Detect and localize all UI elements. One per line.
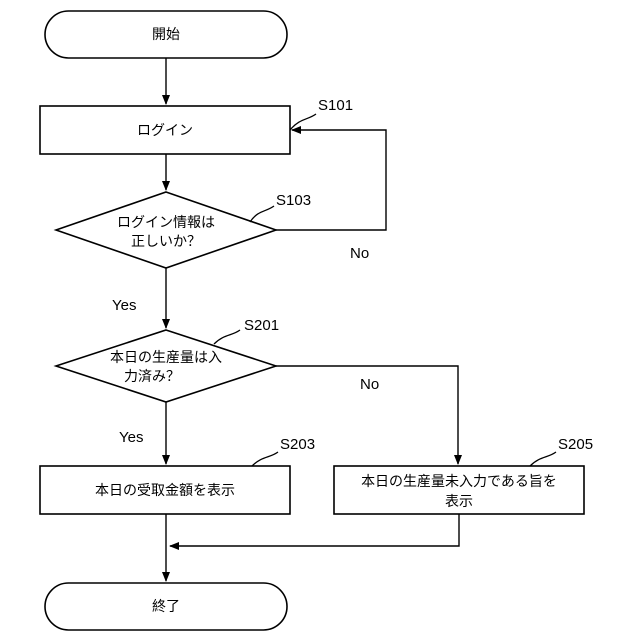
start-terminal: 開始 [45,11,287,58]
edge-not-entered-merge [170,514,459,546]
login-process: ログイン [40,106,290,154]
end-terminal: 終了 [45,583,287,630]
end-label: 終了 [152,599,180,615]
step-leader-s103 [250,206,274,222]
start-label: 開始 [152,27,180,43]
check-login-line-2: 正しいか？ [131,234,201,250]
edge-label-login-no: No [350,245,369,262]
show-payment-process: 本日の受取金額を表示 [40,466,290,514]
edge-label-login-yes: Yes [112,297,136,314]
step-leader-s101 [290,114,316,130]
show-not-entered-process: 本日の生産量未入力である旨を 表示 [334,466,584,514]
step-leader-s201 [214,330,240,344]
edge-login-no-loop [276,130,386,230]
edge-label-production-yes: Yes [119,429,143,446]
check-production-decision: 本日の生産量は入 力済み？ [56,330,276,402]
show-not-entered-line-1: 本日の生産量未入力である旨を [361,474,557,490]
step-leader-s205 [530,452,556,466]
login-label: ログイン [137,123,193,139]
show-not-entered-line-2: 表示 [445,494,473,510]
step-label-s101: S101 [318,97,353,114]
check-login-decision: ログイン情報は 正しいか？ [56,192,276,268]
check-production-line-2: 力済み？ [124,369,180,385]
step-label-s205: S205 [558,436,593,453]
step-label-s103: S103 [276,192,311,209]
step-label-s201: S201 [244,317,279,334]
edge-label-production-no: No [360,376,379,393]
check-production-line-1: 本日の生産量は入 [110,350,222,366]
step-label-s203: S203 [280,436,315,453]
show-payment-label: 本日の受取金額を表示 [95,483,235,499]
step-leader-s203 [252,452,278,466]
check-login-line-1: ログイン情報は [117,215,215,231]
